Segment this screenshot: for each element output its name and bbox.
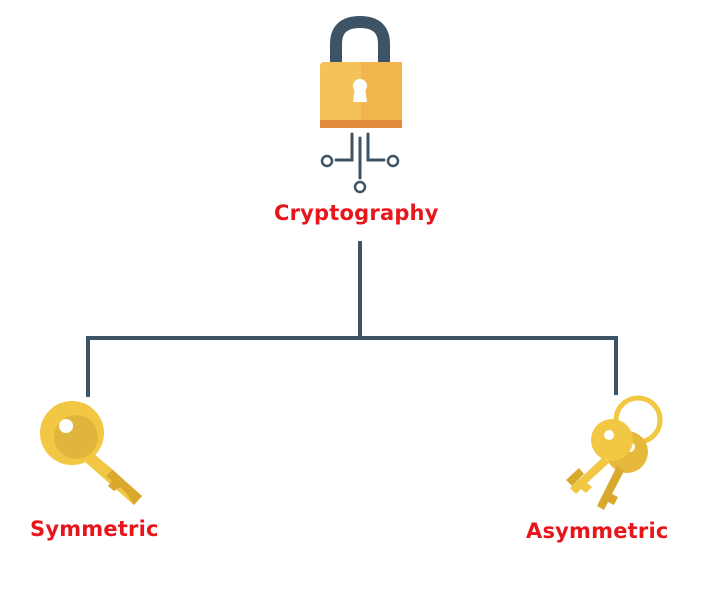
tree-connector — [86, 241, 618, 397]
single-key-icon — [40, 401, 142, 505]
symmetric-label: Symmetric — [30, 517, 159, 541]
padlock-circuit-icon — [320, 15, 402, 194]
asymmetric-label: Asymmetric — [526, 519, 669, 543]
key-pair-icon — [566, 395, 663, 510]
cryptography-label: Cryptography — [274, 201, 439, 225]
